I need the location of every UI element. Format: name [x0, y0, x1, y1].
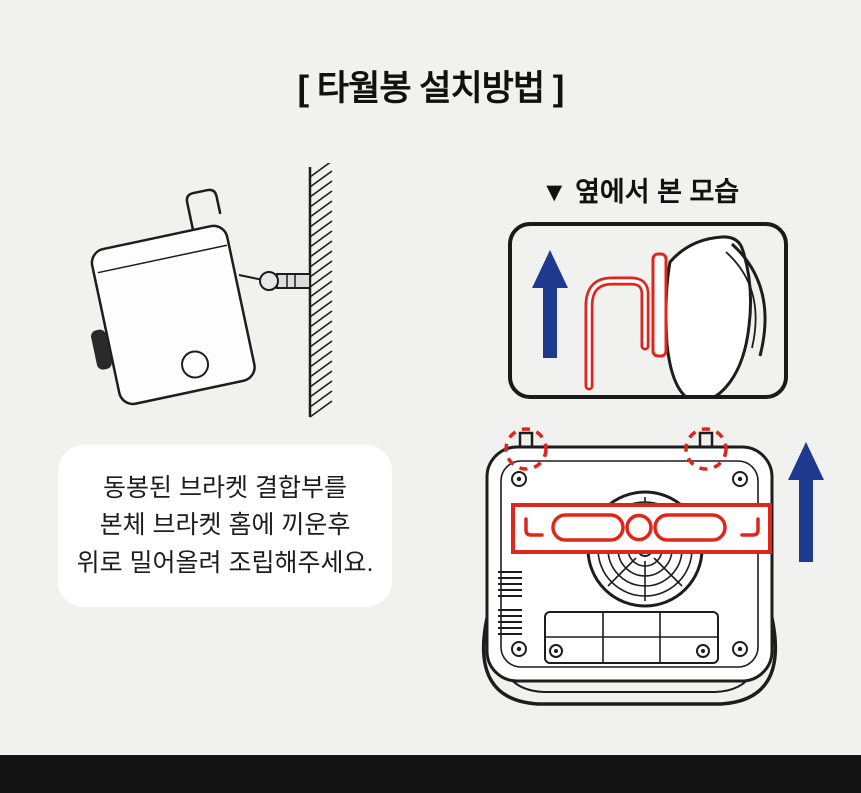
- device-body-tilted: [90, 188, 256, 406]
- note-line-3: 위로 밀어올려 조립해주세요.: [76, 548, 374, 577]
- hook-glyph-right: [740, 517, 760, 537]
- note-line-1: 동봉된 브라켓 결합부를: [103, 473, 347, 502]
- top-hook: [185, 188, 222, 231]
- hook-glyph-left: [524, 517, 544, 537]
- bracket-slot-red: [651, 252, 668, 358]
- bracket-tab-left: [518, 431, 534, 447]
- up-arrow-icon: [532, 250, 568, 358]
- instruction-note: 동봉된 브라켓 결합부를 본체 브라켓 홈에 끼운후 위로 밀어올려 조립해주세…: [58, 445, 392, 607]
- bracket-hook-red: [584, 276, 650, 391]
- side-view-label: ▼ 옆에서 본 모습: [540, 177, 740, 207]
- bracket-rail-highlight-red: [511, 503, 772, 554]
- bracket-tab-right: [698, 431, 714, 447]
- side-vents: [498, 571, 522, 635]
- control-knob: [91, 329, 112, 370]
- side-handle: [730, 242, 767, 357]
- note-line-2: 본체 브라켓 홈에 끼운후: [99, 511, 351, 540]
- screws: [511, 471, 748, 658]
- wall-ball-mount: [238, 271, 311, 291]
- device-side-profile: [664, 235, 767, 395]
- side-view-drawing: [532, 235, 767, 395]
- device-back-illustration: [468, 420, 840, 732]
- bracket-slot-highlight-right: [684, 427, 728, 471]
- page-title: [ 타월봉 설치방법 ]: [297, 69, 565, 108]
- up-arrow-icon: [788, 442, 824, 562]
- footer-bar: [0, 755, 861, 793]
- bracket-slot-highlight-left: [504, 427, 548, 471]
- bottom-plate: [544, 611, 719, 664]
- device-back-drawing: [481, 427, 824, 706]
- wall-mount-drawing: [90, 160, 333, 418]
- side-view-illustration: [508, 222, 788, 399]
- wall: [308, 160, 333, 418]
- wall-mount-illustration: [73, 160, 338, 421]
